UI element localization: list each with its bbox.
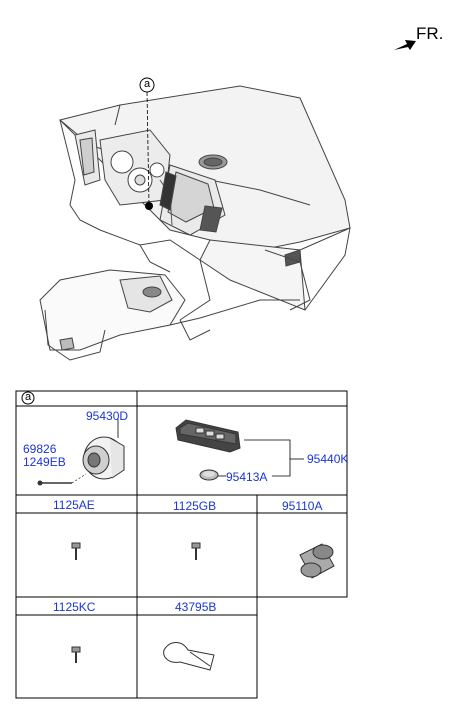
part-number-43795B: 43795B [175, 600, 217, 614]
key-ignition-switch-icon [82, 436, 125, 480]
smart-key-leaders [218, 439, 304, 477]
part-number-1249EB: 1249EB [23, 455, 66, 469]
part-number-95440K: 95440K [307, 452, 349, 466]
part-number-95110A: 95110A [282, 499, 323, 513]
dashboard-illustration [39, 85, 351, 361]
bolt-1125AE-icon [71, 542, 81, 560]
parts-table-grid [15, 390, 348, 699]
connector-icon [299, 543, 335, 579]
part-number-95430D: 95430D [86, 409, 129, 423]
part-number-1125KC: 1125KC [53, 600, 96, 614]
part-number-95413A: 95413A [226, 470, 268, 484]
table-callout-circle [21, 391, 35, 405]
screw-icon [37, 473, 87, 486]
coin-battery-icon [199, 469, 219, 481]
bolt-1125GB-icon [191, 542, 201, 560]
smart-key-fob-icon [175, 419, 241, 453]
callout-leader [139, 77, 155, 210]
part-number-1125GB: 1125GB [173, 499, 217, 513]
bolt-1125KC-icon [71, 646, 81, 663]
callout-label: a [144, 78, 151, 90]
front-direction-arrow-icon [394, 40, 416, 50]
front-direction-label: FR. [416, 24, 444, 43]
key-tag-icon [163, 642, 215, 671]
table-callout-label: a [25, 391, 32, 403]
part-number-69826: 69826 [23, 442, 57, 456]
part-number-1125AE: 1125AE [53, 498, 95, 512]
